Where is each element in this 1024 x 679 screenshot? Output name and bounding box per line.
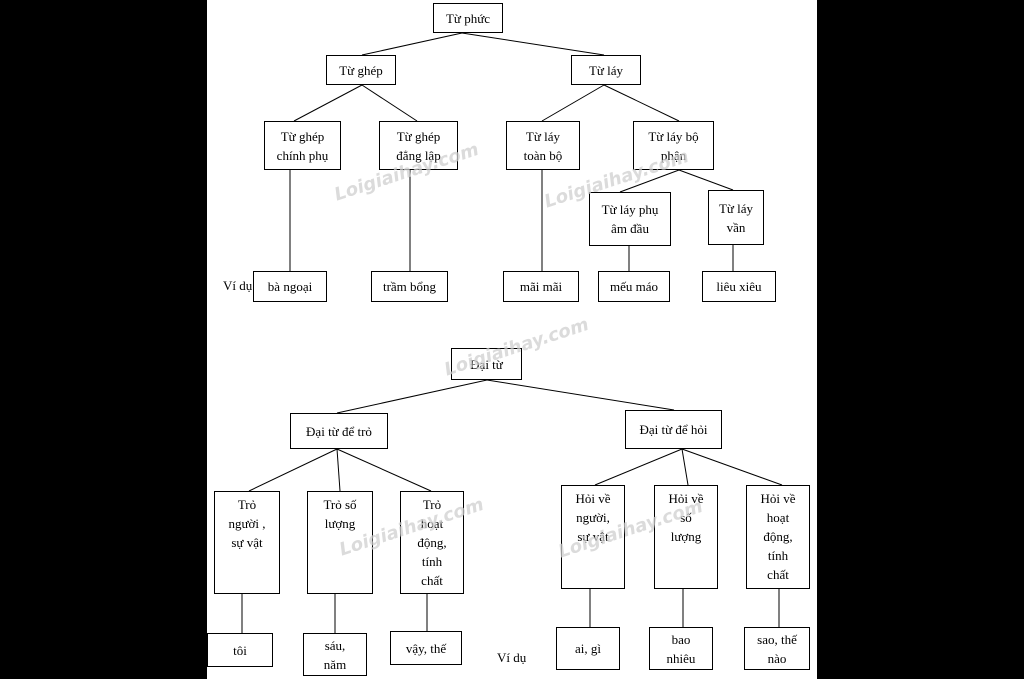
node-dai-tu: Đại từ (451, 348, 522, 380)
example-ba-ngoai: bà ngoại (253, 271, 327, 302)
node-dai-tu-de-hoi: Đại từ để hỏi (625, 410, 722, 449)
example-tram-bong: trầm bổng (371, 271, 448, 302)
example-label-2: Ví dụ (497, 650, 527, 665)
node-tu-phuc: Từ phức (433, 3, 503, 33)
example-sao-the-nao: sao, thế nào (744, 627, 810, 670)
example-meu-mao: mếu máo (598, 271, 670, 302)
node-tro-so-luong: Trỏ số lượng (307, 491, 373, 594)
example-vay-the: vậy, thế (390, 631, 462, 665)
diagram-canvas: Từ phức Từ ghép Từ láy Từ ghép chính phụ… (207, 0, 817, 679)
node-tro-hoat-dong-tinh-chat: Trỏ hoạt động, tính chất (400, 491, 464, 594)
example-lieu-xieu: liêu xiêu (702, 271, 776, 302)
node-tu-ghep-chinh-phu: Từ ghép chính phụ (264, 121, 341, 170)
node-dai-tu-de-tro: Đại từ để trỏ (290, 413, 388, 449)
node-tu-lay-phu-am-dau: Từ láy phụ âm đầu (589, 192, 671, 246)
node-tro-nguoi-su-vat: Trỏ người , sự vật (214, 491, 280, 594)
example-label-1: Ví dụ (223, 278, 253, 293)
example-ai-gi: ai, gì (556, 627, 620, 670)
node-tu-lay-bo-phan: Từ láy bộ phận (633, 121, 714, 170)
example-bao-nhieu: bao nhiêu (649, 627, 713, 670)
node-tu-ghep: Từ ghép (326, 55, 396, 85)
example-sau-nam: sáu, năm (303, 633, 367, 676)
node-hoi-nguoi-su-vat: Hỏi về người, sự vật (561, 485, 625, 589)
node-tu-lay-toan-bo: Từ láy toàn bộ (506, 121, 580, 170)
node-tu-lay-van: Từ láy vần (708, 190, 764, 245)
node-hoi-hoat-dong-tinh-chat: Hỏi về hoạt động, tính chất (746, 485, 810, 589)
node-tu-ghep-dang-lap: Từ ghép đẳng lập (379, 121, 458, 170)
node-hoi-so-luong: Hỏi về số lượng (654, 485, 718, 589)
example-toi: tôi (207, 633, 273, 667)
example-mai-mai: mãi mãi (503, 271, 579, 302)
node-tu-lay: Từ láy (571, 55, 641, 85)
connector-lines (241, 32, 783, 633)
